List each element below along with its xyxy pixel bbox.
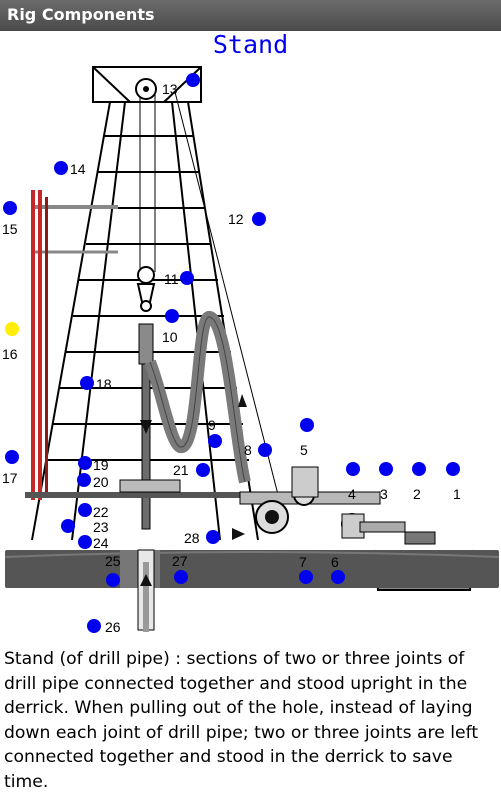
label-1: 1 [453, 486, 461, 502]
label-22: 22 [93, 504, 109, 520]
marker-2[interactable] [412, 462, 426, 476]
marker-12[interactable] [252, 212, 266, 226]
crown-block [92, 66, 202, 103]
marker-25[interactable] [106, 573, 120, 587]
label-20: 20 [93, 474, 109, 490]
title-bar: Rig Components [0, 0, 501, 31]
label-15: 15 [2, 221, 18, 237]
marker-15[interactable] [3, 201, 17, 215]
label-10: 10 [162, 329, 178, 345]
marker-4[interactable] [346, 462, 360, 476]
marker-19[interactable] [78, 456, 92, 470]
label-24: 24 [93, 535, 109, 551]
label-4: 4 [348, 486, 356, 502]
marker-17[interactable] [5, 450, 19, 464]
label-28: 28 [184, 530, 200, 546]
marker-18[interactable] [80, 376, 94, 390]
label-13: 13 [162, 81, 178, 97]
label-7: 7 [299, 554, 307, 570]
label-18: 18 [96, 376, 112, 392]
label-2: 2 [413, 486, 421, 502]
marker-1[interactable] [446, 462, 460, 476]
marker-26[interactable] [87, 619, 101, 633]
label-11: 11 [164, 271, 179, 287]
label-25: 25 [105, 553, 121, 569]
marker-9[interactable] [208, 434, 222, 448]
label-3: 3 [380, 486, 388, 502]
label-27: 27 [172, 553, 188, 569]
label-8: 8 [244, 442, 252, 458]
label-9: 9 [208, 417, 216, 433]
marker-6[interactable] [331, 570, 345, 584]
label-26: 26 [105, 619, 121, 635]
label-5: 5 [300, 442, 308, 458]
term-title: Stand [212, 30, 289, 59]
marker-28[interactable] [206, 530, 220, 544]
marker-27[interactable] [174, 570, 188, 584]
label-6: 6 [331, 554, 339, 570]
marker-22[interactable] [78, 503, 92, 517]
label-17: 17 [2, 470, 18, 486]
marker-16-selected[interactable] [5, 322, 19, 336]
marker-10[interactable] [165, 309, 179, 323]
marker-11[interactable] [180, 271, 194, 285]
marker-20[interactable] [77, 473, 91, 487]
marker-7[interactable] [299, 570, 313, 584]
label-16: 16 [2, 346, 18, 362]
marker-8[interactable] [258, 443, 272, 457]
app-title: Rig Components [7, 5, 155, 24]
marker-21[interactable] [196, 463, 210, 477]
marker-23[interactable] [61, 519, 75, 533]
marker-14[interactable] [54, 161, 68, 175]
label-14: 14 [70, 161, 86, 177]
marker-3[interactable] [379, 462, 393, 476]
label-23: 23 [93, 519, 109, 535]
label-21: 21 [173, 462, 189, 478]
label-19: 19 [93, 457, 109, 473]
marker-13[interactable] [186, 73, 200, 87]
rig-diagram: 1 2 3 4 5 6 7 8 9 10 11 12 13 14 15 16 1… [2, 66, 500, 635]
term-description: Stand (of drill pipe) : sections of two … [4, 649, 479, 792]
label-12: 12 [228, 211, 244, 227]
marker-24[interactable] [78, 535, 92, 549]
marker-5[interactable] [300, 418, 314, 432]
